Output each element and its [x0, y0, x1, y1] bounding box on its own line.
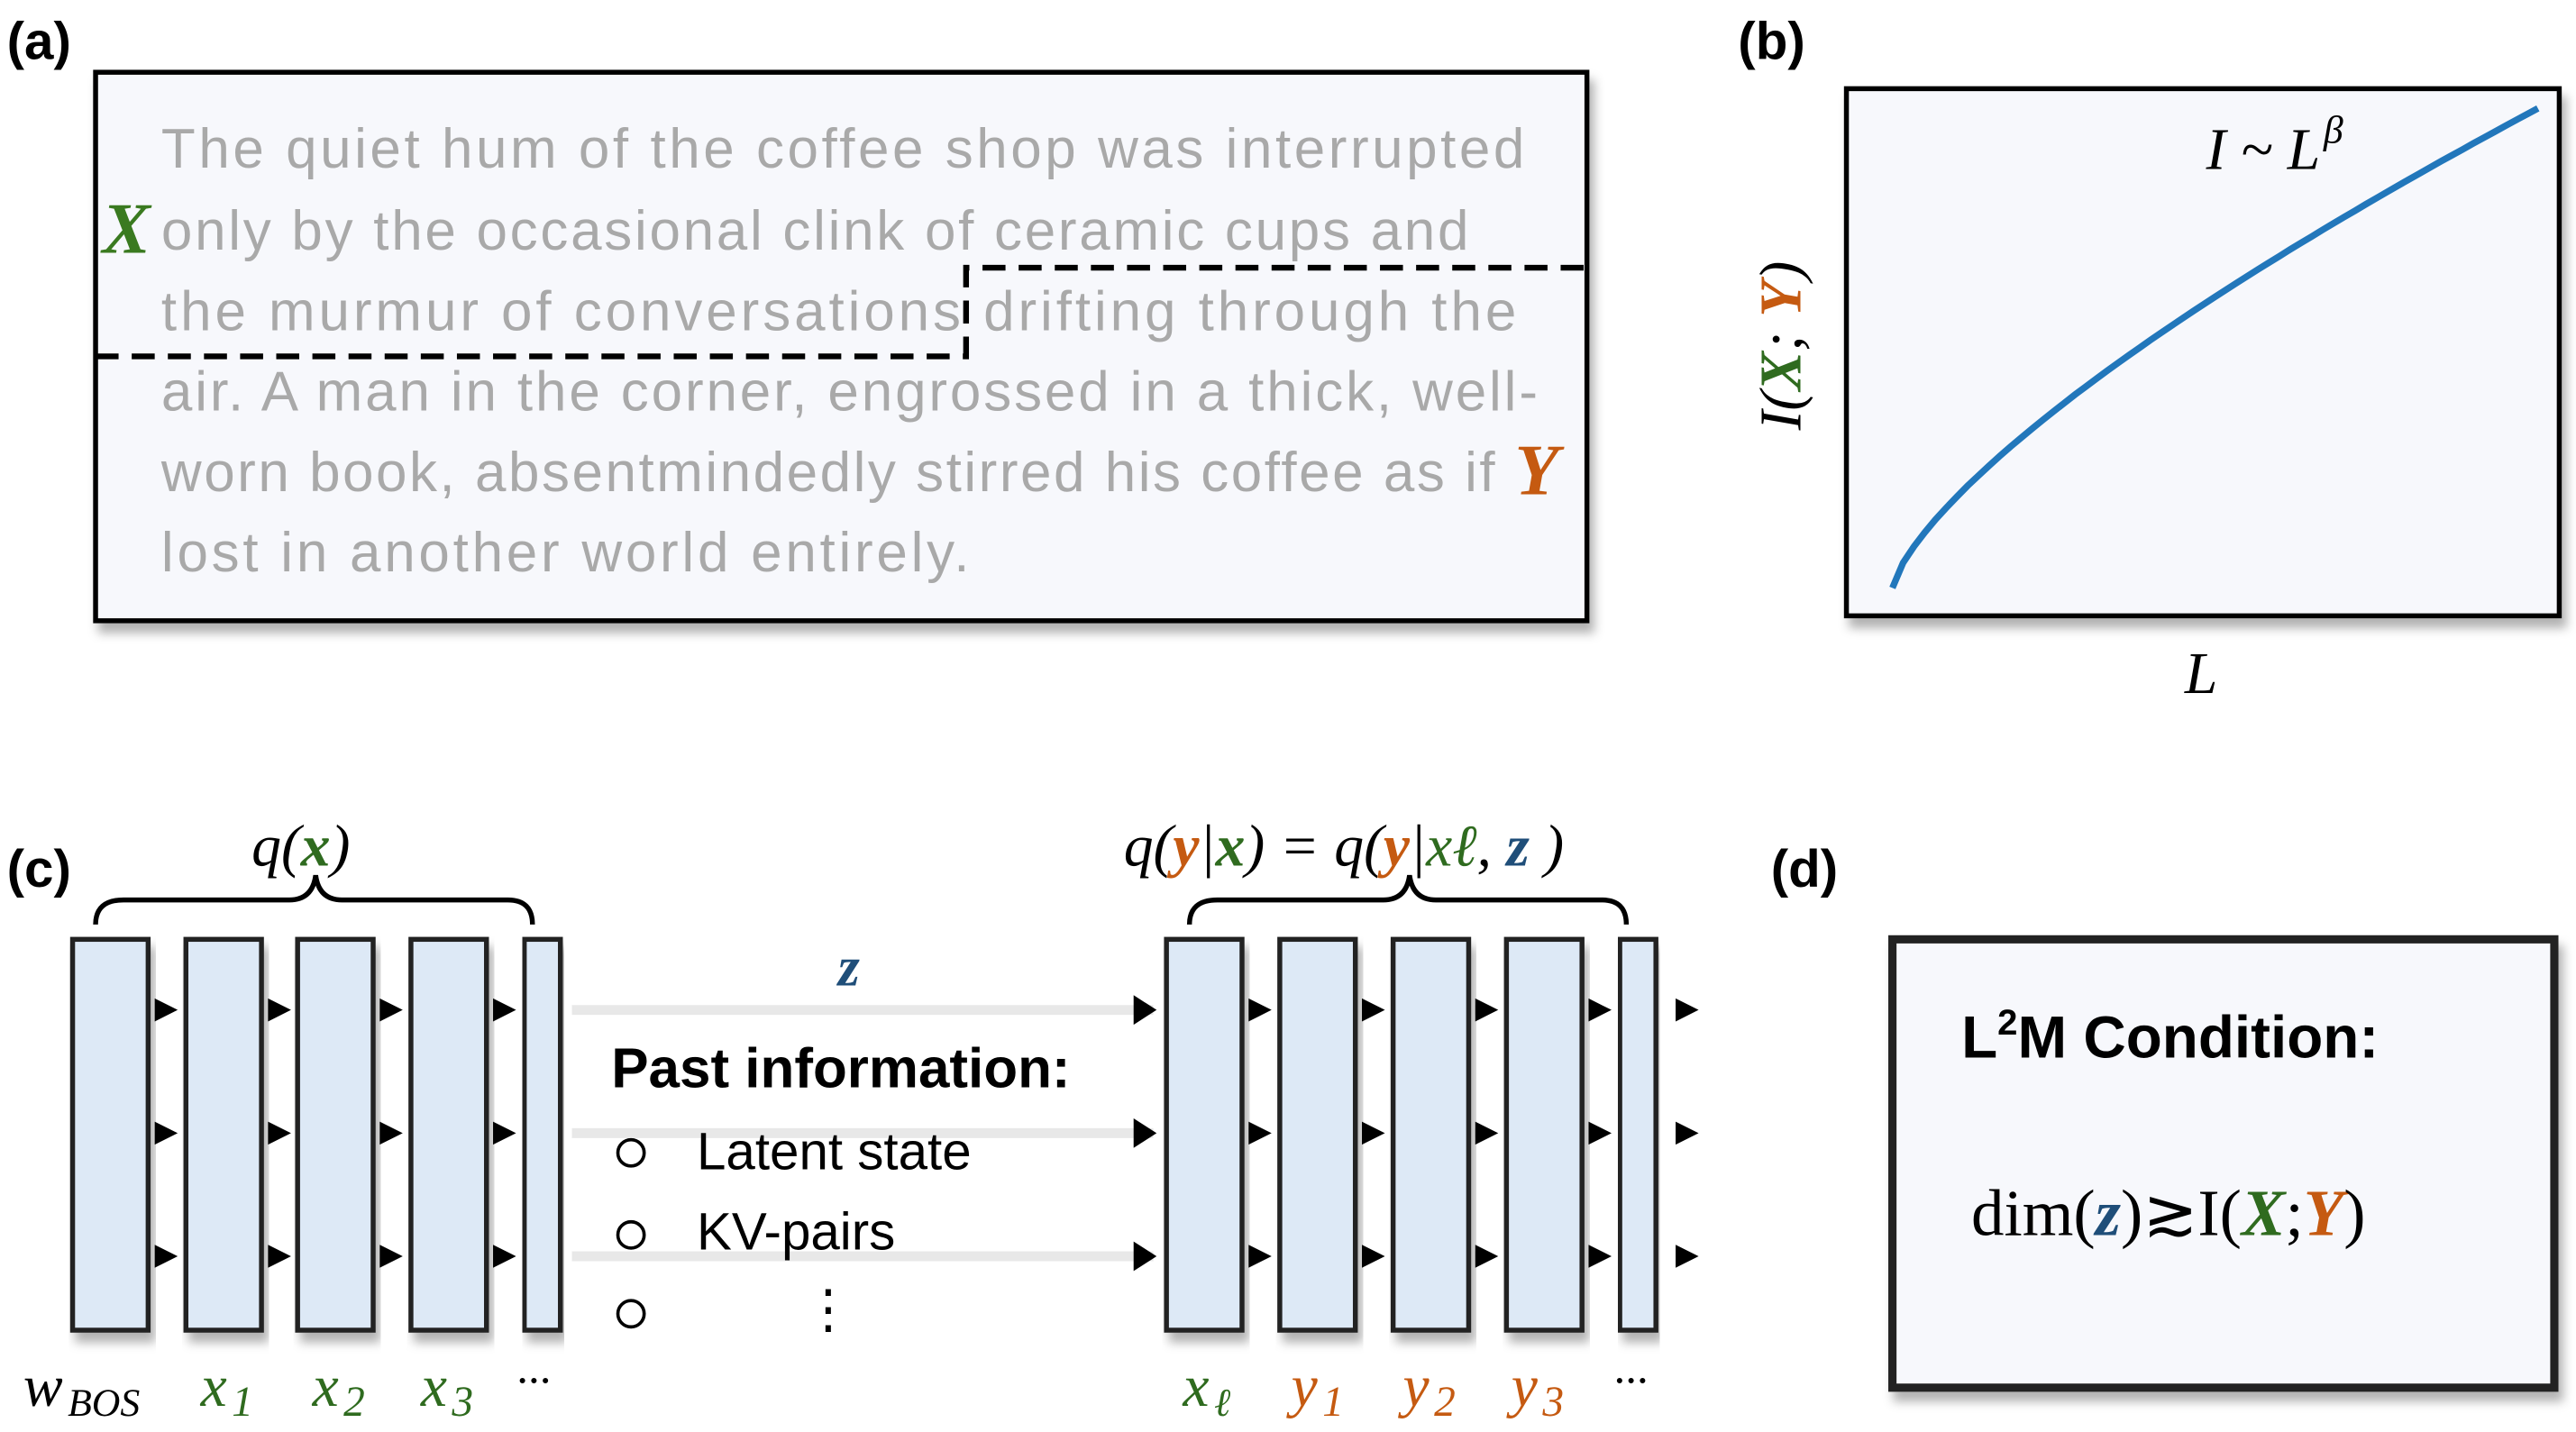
condition-formula: dim(z)≳I(X;Y)	[1971, 1176, 2366, 1249]
arrow-icon	[493, 1121, 516, 1145]
token-block	[1390, 936, 1472, 1333]
arrow-icon	[154, 1245, 178, 1268]
panel-a: (a) The quiet hum of the coffee shop was…	[7, 13, 1590, 624]
token-block-partial	[1617, 936, 1658, 1333]
paragraph-line: lost in another world entirely.	[161, 522, 970, 584]
token-blocks	[69, 936, 1699, 1333]
paragraph-line: air. A man in the corner, engrossed in a…	[161, 361, 1538, 424]
condition-title: L2M Condition:	[1961, 1003, 2379, 1071]
left-brace-formula: q(x)	[251, 814, 350, 879]
bullet-icon	[616, 1299, 646, 1329]
arrow-icon	[1362, 998, 1385, 1022]
panel-c-label: (c)	[7, 840, 71, 898]
past-info-title: Past information:	[611, 1037, 1070, 1099]
text-box	[93, 69, 1590, 624]
arrow-icon	[379, 1245, 403, 1268]
arrow-icon	[1362, 1245, 1385, 1268]
arrow-icon	[1475, 1121, 1499, 1145]
y-marker: Y	[1514, 431, 1565, 510]
arrow-icon	[1248, 1245, 1272, 1268]
token-block	[295, 936, 376, 1333]
bullet-ellipsis: ⋮	[802, 1280, 854, 1338]
arrow-icon	[154, 998, 178, 1022]
panel-d: (d) L2M Condition: dim(z)≳I(X;Y)	[1771, 840, 2559, 1392]
token-block	[1503, 936, 1585, 1333]
right-brace-formula: q(y|x) = q(y|xℓ, z )	[1124, 814, 1564, 879]
arrow-icon	[1362, 1121, 1385, 1145]
left-brace	[93, 874, 535, 926]
arrow-icon	[379, 998, 403, 1022]
bullet-latent-state: Latent state	[697, 1122, 972, 1181]
arrow-icon	[268, 998, 291, 1022]
arrow-icon	[1475, 998, 1499, 1022]
arrow-icon	[268, 1121, 291, 1145]
arrow-icon	[1248, 998, 1272, 1022]
arrow-icon	[1588, 1121, 1612, 1145]
y-axis-label: I(X; Y)	[1749, 261, 1814, 432]
z-label: z	[836, 936, 860, 998]
arrow-icon	[493, 1245, 516, 1268]
paragraph-line: worn book, absentmindedly stirred his co…	[160, 442, 1495, 504]
arrow-icon	[493, 998, 516, 1022]
panel-d-label: (d)	[1771, 840, 1838, 898]
dashed-divider	[96, 264, 1587, 360]
token-block	[69, 936, 151, 1333]
panel-c: (c) q(x) q(y|x) = q(y|xℓ, z ) z Past inf…	[7, 814, 1699, 1429]
panel-b-label: (b)	[1738, 13, 1804, 71]
x-axis-label: L	[2184, 642, 2217, 707]
token-block	[183, 936, 264, 1333]
arrow-icon	[1588, 1245, 1612, 1268]
bullet-kv-pairs: KV-pairs	[697, 1203, 895, 1262]
arrow-icon	[268, 1245, 291, 1268]
channel-arrowheads	[1133, 995, 1157, 1272]
panel-a-label: (a)	[7, 13, 71, 71]
token-block	[1277, 936, 1358, 1333]
arrow-icon	[1588, 998, 1612, 1022]
right-brace	[1186, 874, 1630, 926]
x-marker: X	[99, 190, 152, 269]
paragraph-line: the murmur of conversations drifting thr…	[161, 280, 1516, 342]
token-block-partial	[521, 936, 563, 1333]
arrow-icon	[1248, 1121, 1272, 1145]
arrow-icon	[1475, 1245, 1499, 1268]
bullet-icon	[616, 1219, 646, 1250]
condition-box	[1888, 935, 2559, 1392]
arrow-icon	[1676, 1121, 1699, 1145]
arrow-icon	[1676, 998, 1699, 1022]
plot-area	[1843, 86, 2562, 619]
token-block	[408, 936, 489, 1333]
bullet-icon	[616, 1137, 646, 1168]
paragraph-line: only by the occasional clink of ceramic …	[161, 200, 1469, 262]
arrow-icon	[1676, 1245, 1699, 1268]
arrow-icon	[379, 1121, 403, 1145]
token-block	[1164, 936, 1245, 1333]
power-law-curve	[1889, 105, 2540, 589]
paragraph-line: The quiet hum of the coffee shop was int…	[161, 118, 1524, 180]
arrow-icon	[154, 1121, 178, 1145]
